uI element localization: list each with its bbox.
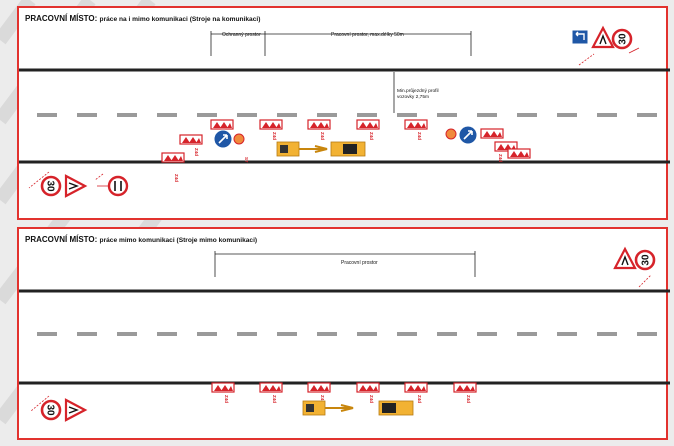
keep-right-sign-left bbox=[213, 129, 233, 149]
speed-limit-30-sign: 30 bbox=[634, 249, 656, 271]
keep-right-sign-right bbox=[458, 125, 478, 145]
road-works-warning-sign bbox=[591, 26, 615, 49]
marker-label: Z4d bbox=[417, 395, 422, 403]
direction-guide-sign bbox=[571, 29, 589, 45]
protective-space-label: Ochranný prostor bbox=[222, 32, 261, 38]
warning-light bbox=[445, 128, 457, 140]
svg-text:S7: S7 bbox=[244, 157, 249, 163]
marker-label: Z4d bbox=[224, 395, 229, 403]
marker-label: Z4d bbox=[194, 148, 199, 156]
marker-label: Z4d bbox=[272, 132, 277, 140]
dimension-lines bbox=[214, 251, 476, 277]
speed-limit-30-sign-left: 30 bbox=[40, 399, 62, 421]
road-diagram-1: 30 bbox=[19, 26, 670, 198]
marker-label: Z4d bbox=[320, 395, 325, 403]
svg-text:30: 30 bbox=[641, 254, 652, 266]
excavator bbox=[276, 141, 328, 157]
work-zone-panel-off-road: PRACOVNÍ MÍSTO: práce mimo komunikaci (S… bbox=[17, 227, 670, 440]
marker-label: Z4d bbox=[498, 154, 503, 162]
min-passage-annotation: Min.průjezdný profil vozovky 2,75m bbox=[397, 89, 439, 101]
warning-light bbox=[233, 133, 245, 145]
title-prefix: PRACOVNÍ MÍSTO: bbox=[25, 14, 98, 23]
title-description: práce na i mimo komunikaci (Stroje na ko… bbox=[99, 16, 261, 23]
road-works-warning-sign-left bbox=[64, 174, 87, 198]
annotation-line-2: vozovky 2,75m bbox=[397, 95, 429, 100]
speed-limit-30-sign bbox=[611, 28, 633, 50]
no-overtaking-sign bbox=[107, 175, 129, 197]
speed-limit-30-sign-left bbox=[40, 175, 62, 197]
marker-label: Z4d bbox=[466, 395, 471, 403]
road-works-warning-sign-left bbox=[64, 398, 88, 422]
marker-label: Z4d bbox=[369, 132, 374, 140]
work-space-label: Pracovní prostor bbox=[341, 260, 378, 266]
marker-label: Z4d bbox=[272, 395, 277, 403]
dimension-lines bbox=[210, 31, 472, 113]
road-roller bbox=[378, 400, 414, 416]
svg-text:30: 30 bbox=[45, 404, 56, 416]
title-prefix: PRACOVNÍ MÍSTO: bbox=[25, 235, 98, 244]
excavator bbox=[302, 400, 354, 416]
annotation-line-1: Min.průjezdný profil bbox=[397, 89, 439, 94]
marker-label: Z4d bbox=[174, 174, 179, 182]
work-zone-panel-on-road: PRACOVNÍ MÍSTO: práce na i mimo komunika… bbox=[17, 6, 670, 220]
panel-title: PRACOVNÍ MÍSTO: práce mimo komunikaci (S… bbox=[25, 235, 257, 244]
road-diagram-2: 30 30 Z4d Z4d Z4d Z4d Z4d Z4d bbox=[19, 246, 670, 422]
road-roller bbox=[330, 141, 366, 157]
work-space-label: Pracovní prostor, max.délky 50m bbox=[331, 32, 404, 38]
title-description: práce mimo komunikaci (Stroje mimo komun… bbox=[99, 237, 258, 244]
marker-label: Z4d bbox=[369, 395, 374, 403]
road-works-warning-sign bbox=[613, 246, 637, 270]
marker-label: Z4d bbox=[417, 132, 422, 140]
panel-title: PRACOVNÍ MÍSTO: práce na i mimo komunika… bbox=[25, 14, 260, 23]
marker-label: Z4d bbox=[320, 132, 325, 140]
